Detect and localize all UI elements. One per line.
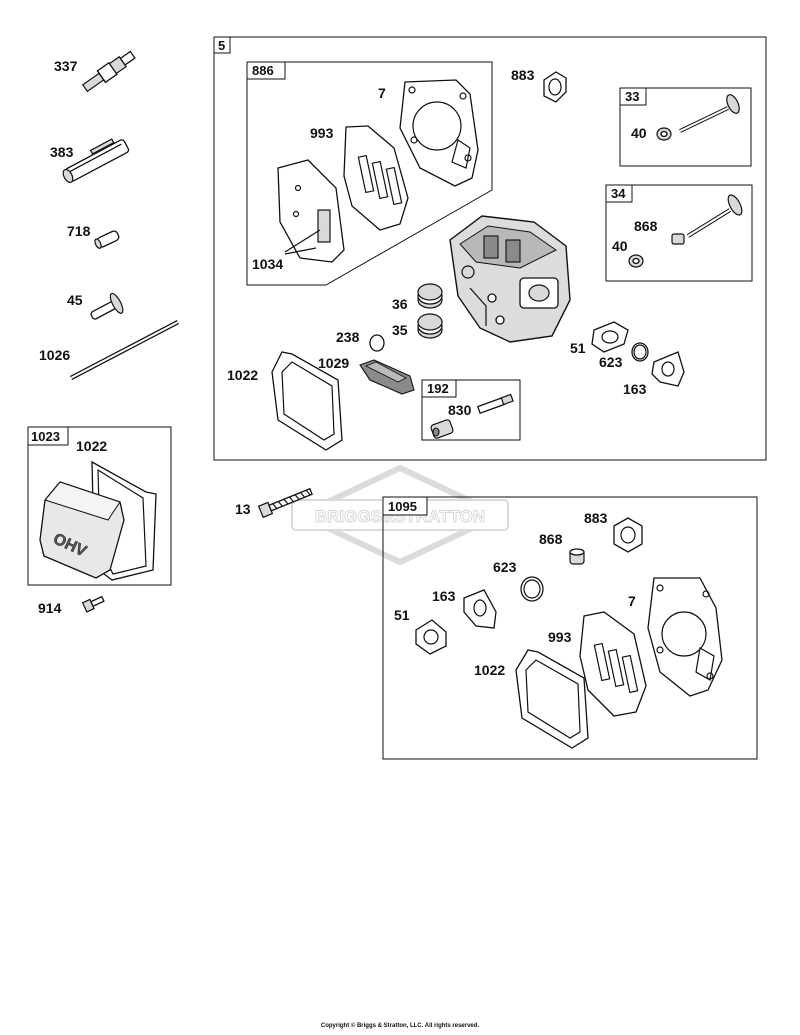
rocker-cover: OHV — [39, 481, 125, 579]
label-35: 35 — [392, 322, 408, 338]
push-rod-guide — [90, 292, 124, 320]
label-163: 163 — [623, 381, 647, 397]
label-1034: 1034 — [252, 256, 283, 272]
label-830: 830 — [448, 402, 472, 418]
box-192: 192 830 — [421, 379, 521, 441]
valve-spring-upper — [417, 283, 443, 309]
o-ring — [631, 342, 649, 362]
intake-gasket — [543, 71, 567, 103]
box-886: 886 — [246, 61, 493, 286]
label-623: 623 — [599, 354, 623, 370]
box-1023-label: 1023 — [31, 429, 60, 444]
label-718: 718 — [67, 223, 91, 239]
label-51: 51 — [570, 340, 586, 356]
label-337: 337 — [54, 58, 78, 74]
box-1095: 1095 — [382, 496, 758, 760]
head-gasket — [399, 79, 479, 187]
kit-head-gasket — [647, 577, 723, 697]
kit-valve-cover-gasket — [515, 649, 589, 749]
kit-label-1022: 1022 — [474, 662, 505, 678]
dowel-pin — [94, 230, 120, 249]
valve-seal — [671, 233, 685, 245]
box-34-label: 34 — [611, 186, 626, 201]
kit-label-51: 51 — [394, 607, 410, 623]
label-383: 383 — [50, 144, 74, 160]
head-bolt — [257, 487, 313, 519]
intake-valve — [679, 94, 740, 133]
valve-spring-lower — [417, 313, 443, 339]
label-45: 45 — [67, 292, 83, 308]
label-914: 914 — [38, 600, 62, 616]
kit-label-623: 623 — [493, 559, 517, 575]
valve-rotator — [369, 334, 385, 352]
label-993: 993 — [310, 125, 334, 141]
box-886-label: 886 — [252, 63, 274, 78]
push-rod — [69, 320, 180, 380]
kit-label-7: 7 — [628, 593, 636, 609]
rocker-arm — [359, 359, 415, 395]
label-1022-main: 1022 — [227, 367, 258, 383]
kit-label-868: 868 — [539, 531, 563, 547]
kit-label-883: 883 — [584, 510, 608, 526]
label-40-exhaust: 40 — [612, 238, 628, 254]
box-192-label: 192 — [427, 381, 449, 396]
rocker-nut — [430, 419, 454, 439]
label-36: 36 — [392, 296, 408, 312]
kit-valve-seal — [569, 548, 585, 565]
muffler-gasket — [651, 351, 685, 387]
box-5-label: 5 — [218, 38, 225, 53]
kit-exhaust-gasket — [415, 619, 447, 655]
box-1023: 1023 1022 OHV — [27, 426, 172, 586]
valve-cover-gasket — [271, 351, 343, 451]
valve-cover-plate — [343, 125, 409, 231]
kit-intake-gasket — [613, 517, 643, 553]
exhaust-valve — [686, 194, 743, 238]
label-1022-cover: 1022 — [76, 438, 107, 454]
spark-plug — [81, 50, 136, 93]
intake-valve-retainer — [656, 127, 672, 141]
spark-plug-wrench — [62, 138, 130, 184]
box-33-label: 33 — [625, 89, 639, 104]
label-1029: 1029 — [318, 355, 349, 371]
breather-plate — [277, 159, 345, 263]
copyright-notice: Copyright © Briggs & Stratton, LLC. All … — [320, 1023, 480, 1029]
kit-valve-cover-plate — [579, 611, 647, 717]
cylinder-head — [449, 215, 571, 343]
label-883: 883 — [511, 67, 535, 83]
kit-o-ring — [520, 576, 544, 602]
label-238: 238 — [336, 329, 360, 345]
watermark-text: BRIGGS&STRATTON — [315, 507, 485, 526]
box-1095-label: 1095 — [388, 499, 417, 514]
label-7: 7 — [378, 85, 386, 101]
kit-label-163: 163 — [432, 588, 456, 604]
rocker-stud — [476, 393, 514, 415]
label-13: 13 — [235, 501, 251, 517]
kit-label-993: 993 — [548, 629, 572, 645]
cover-screw — [81, 595, 105, 613]
box-34: 34 868 40 — [605, 184, 753, 282]
box-33: 33 40 — [619, 87, 752, 167]
label-1026: 1026 — [39, 347, 70, 363]
exhaust-valve-retainer — [628, 254, 644, 268]
exhaust-gasket — [591, 321, 629, 353]
label-868: 868 — [634, 218, 658, 234]
box-5: 5 — [213, 36, 767, 461]
kit-muffler-gasket — [463, 589, 497, 629]
label-40-intake: 40 — [631, 125, 647, 141]
